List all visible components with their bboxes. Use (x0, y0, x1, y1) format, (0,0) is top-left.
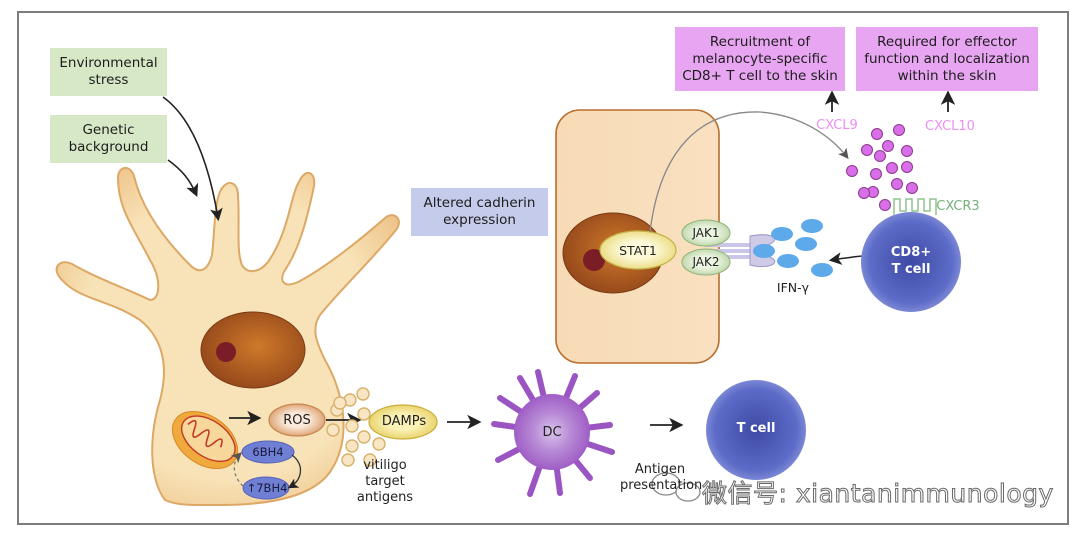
arrow-stat1-chemokines (649, 111, 849, 233)
cd8-t-cell (861, 212, 961, 312)
watermark: 微信号: xiantanimmunology (702, 479, 1054, 509)
antigen-presentation-label: Antigen presentation (620, 462, 703, 493)
altered-cadherin-label: Altered cadherin expression (423, 195, 536, 228)
cxcl9-role-label: Recruitment of melanocyte-specific CD8+ … (682, 33, 838, 84)
6bh4-label: 6BH4 (252, 445, 284, 459)
mitochondrion-icon (171, 410, 239, 470)
genetic-background-box: Genetic background (50, 115, 167, 163)
cxcr3-label: CXCR3 (936, 199, 980, 214)
melanocyte-nucleus (200, 311, 306, 389)
increase-arrow-icon: ↑ (246, 481, 257, 495)
vitiligo-antigens-label: vitiligo target antigens (356, 458, 414, 505)
jak1-label: JAK1 (692, 226, 720, 240)
cd8-t-cell-label: CD8+ T cell (890, 245, 932, 277)
7bh4-label: ↑7BH4 (244, 480, 290, 497)
keratinocyte-nucleolus (583, 249, 605, 271)
stat1-node (599, 230, 677, 270)
7bh4-text: 7BH4 (256, 481, 288, 495)
ros-label: ROS (283, 413, 311, 428)
dc-label: DC (542, 425, 562, 440)
cxcl10-role-box: Required for effector function and local… (856, 27, 1038, 91)
t-cell (706, 380, 806, 480)
antigen-particles (326, 387, 386, 467)
cxcl10-role-label: Required for effector function and local… (864, 33, 1030, 84)
stat1-label: STAT1 (619, 243, 657, 258)
melanocyte-nucleolus (216, 342, 236, 362)
environmental-stress-label: Environmental stress (59, 55, 158, 88)
damps-label: DAMPs (381, 414, 427, 429)
arrow-environmental-stress (162, 96, 223, 222)
cxcl9-label: CXCL9 (816, 118, 858, 133)
chemokine-particles (846, 124, 918, 211)
ros-node (268, 403, 326, 437)
environmental-stress-box: Environmental stress (50, 48, 167, 96)
cxcl9-role-box: Recruitment of melanocyte-specific CD8+ … (675, 27, 845, 91)
cxcl10-label: CXCL10 (925, 119, 975, 134)
t-cell-label: T cell (736, 421, 776, 436)
6bh4-node (241, 440, 295, 464)
jak2-label: JAK2 (692, 255, 720, 269)
damps-node (368, 404, 438, 440)
dendritic-cell (491, 369, 615, 497)
cxcr3-receptor-icon (893, 198, 937, 215)
arrow-genetic-background (167, 159, 199, 197)
genetic-background-label: Genetic background (68, 122, 149, 155)
arrow-7bh4-6bh4 (230, 452, 244, 487)
jak2-node (681, 248, 731, 276)
arrow-cd8-ifn (828, 252, 863, 265)
jak1-node (681, 219, 731, 247)
wechat-logo-icon (651, 472, 701, 502)
arrow-6bh4-7bh4 (287, 454, 302, 489)
ifn-gamma-particles (753, 219, 833, 277)
altered-cadherin-box: Altered cadherin expression (411, 188, 548, 236)
ifn-gamma-label: IFN-γ (776, 280, 810, 295)
